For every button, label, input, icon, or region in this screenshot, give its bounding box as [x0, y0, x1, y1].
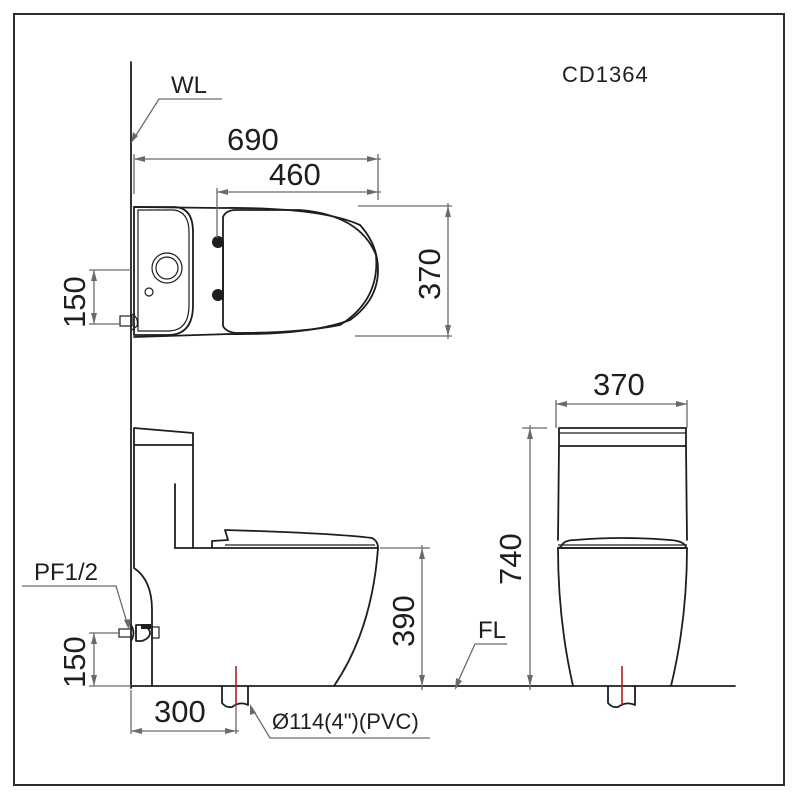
- dim-150-top: [89, 269, 131, 325]
- model-label: CD1364: [562, 62, 649, 87]
- rough-in-value: 300: [154, 694, 206, 729]
- drain-pipe-label: Ø114(4")(PVC): [272, 709, 419, 734]
- drawing-frame: [13, 13, 785, 786]
- fl-leader: [455, 643, 507, 690]
- top-width-value: 370: [412, 248, 447, 300]
- top-view: [119, 206, 379, 338]
- side-inlet-height-value: 150: [57, 636, 92, 688]
- dim-300: [130, 690, 239, 734]
- dim-150-side: [89, 632, 131, 687]
- overall-length-value: 690: [227, 122, 279, 157]
- wl-leader: [131, 98, 222, 143]
- seat-length-value: 460: [269, 157, 321, 192]
- dim-370-front: [555, 400, 688, 428]
- pf-leader: [22, 585, 131, 630]
- front-view: [557, 427, 688, 709]
- seat-height-value: 390: [386, 595, 421, 647]
- water-inlet-label: PF1/2: [34, 559, 98, 586]
- floor-line-label: FL: [478, 617, 506, 644]
- dim-690: [133, 154, 381, 200]
- total-height-value: 740: [493, 533, 528, 585]
- dim-390: [380, 545, 430, 690]
- dim-460: [216, 188, 381, 238]
- flush-button-icon: [151, 252, 183, 284]
- dim-370-vertical: [355, 203, 452, 339]
- front-width-value: 370: [593, 367, 645, 402]
- drain-leader: [250, 704, 430, 739]
- dim-740: [522, 425, 547, 690]
- hinge: [212, 236, 224, 248]
- top-inlet-offset-value: 150: [57, 276, 92, 328]
- hinge: [212, 289, 224, 301]
- wall-line-label: WL: [171, 72, 207, 99]
- side-view: [118, 427, 379, 709]
